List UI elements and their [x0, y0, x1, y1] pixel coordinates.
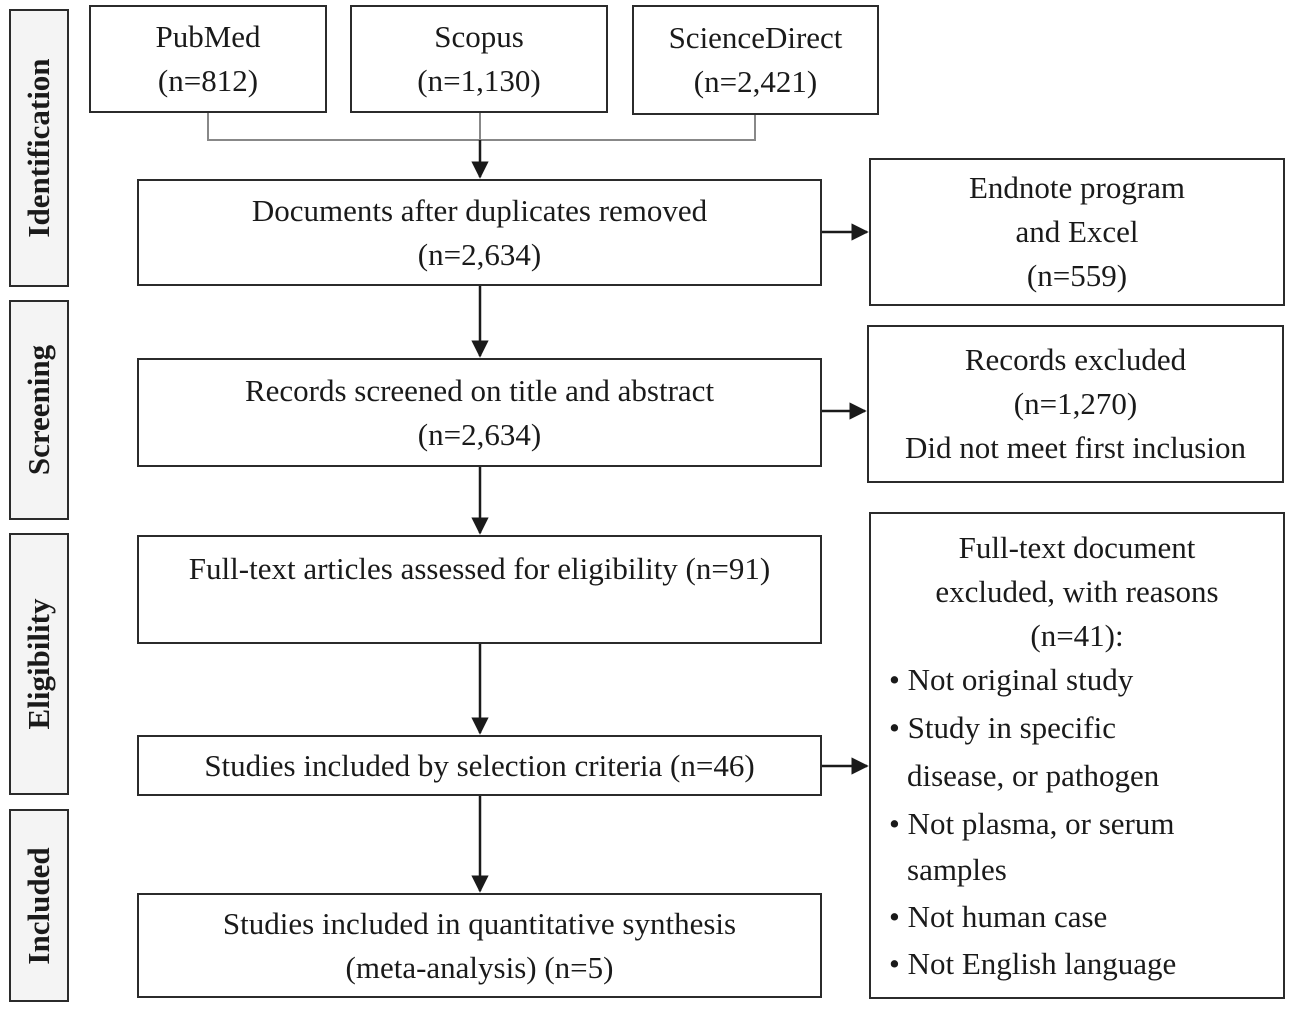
source-pubmed-box: PubMed (n=812)	[89, 5, 327, 113]
box-title: Records screened on title and abstract	[244, 372, 715, 408]
box-title-cont: and Excel	[1015, 214, 1139, 249]
stage-label: Identification	[21, 58, 56, 238]
stage-label: Eligibility	[21, 598, 56, 730]
box-title: Full-text document	[958, 530, 1196, 565]
box-title: Full-text articles assessed for eligibil…	[188, 551, 771, 586]
exclusion-reason: • Not English language	[889, 946, 1177, 981]
full-text-excluded-box: Full-text document excluded, with reason…	[869, 512, 1285, 999]
full-text-assessed-box: Full-text articles assessed for eligibil…	[137, 535, 822, 644]
stage-included: Included	[9, 809, 69, 1002]
box-count: (meta-analysis) (n=5)	[345, 949, 614, 985]
endnote-excel-box: Endnote program and Excel (n=559)	[869, 158, 1285, 306]
box-note: Did not meet first inclusion	[905, 430, 1246, 465]
source-sciencedirect-box: ScienceDirect (n=2,421)	[632, 5, 879, 115]
stage-label: Screening	[21, 344, 56, 476]
box-title: Studies included by selection criteria (…	[204, 747, 755, 783]
box-title: Studies included in quantitative synthes…	[222, 905, 737, 941]
exclusion-reason: • Not human case	[889, 899, 1108, 934]
source-merge-bracket	[207, 113, 756, 141]
exclusion-reason-cont: samples	[907, 852, 1007, 887]
exclusion-reason: • Not original study	[889, 662, 1134, 697]
stage-eligibility: Eligibility	[9, 533, 69, 795]
records-screened-box: Records screened on title and abstract (…	[137, 358, 822, 467]
box-title: Records excluded	[964, 342, 1187, 377]
box-count: (n=1,270)	[1013, 386, 1138, 421]
duplicates-removed-box: Documents after duplicates removed (n=2,…	[137, 179, 822, 286]
stage-screening: Screening	[9, 300, 69, 520]
box-count: (n=2,634)	[417, 416, 542, 452]
stage-label: Included	[21, 846, 56, 965]
box-title: Endnote program	[968, 170, 1186, 205]
exclusion-reason-cont: disease, or pathogen	[907, 758, 1160, 793]
box-title-cont: excluded, with reasons	[935, 574, 1219, 609]
records-excluded-box: Records excluded (n=1,270) Did not meet …	[867, 325, 1284, 483]
source-name: Scopus	[434, 19, 524, 54]
box-count: (n=2,634)	[417, 236, 542, 272]
source-count: (n=1,130)	[417, 63, 541, 98]
exclusion-reason: • Not plasma, or serum	[889, 806, 1175, 841]
selection-criteria-box: Studies included by selection criteria (…	[137, 735, 822, 796]
source-count: (n=2,421)	[693, 64, 818, 99]
quantitative-synthesis-box: Studies included in quantitative synthes…	[137, 893, 822, 998]
source-name: ScienceDirect	[668, 20, 843, 55]
box-count: (n=41):	[1030, 618, 1124, 653]
stage-identification: Identification	[9, 9, 69, 287]
source-name: PubMed	[155, 19, 261, 54]
exclusion-reason: • Study in specific	[889, 710, 1116, 745]
box-title: Documents after duplicates removed	[251, 192, 708, 228]
box-count: (n=559)	[1026, 258, 1128, 293]
source-scopus-box: Scopus (n=1,130)	[350, 5, 608, 113]
source-count: (n=812)	[157, 63, 259, 98]
